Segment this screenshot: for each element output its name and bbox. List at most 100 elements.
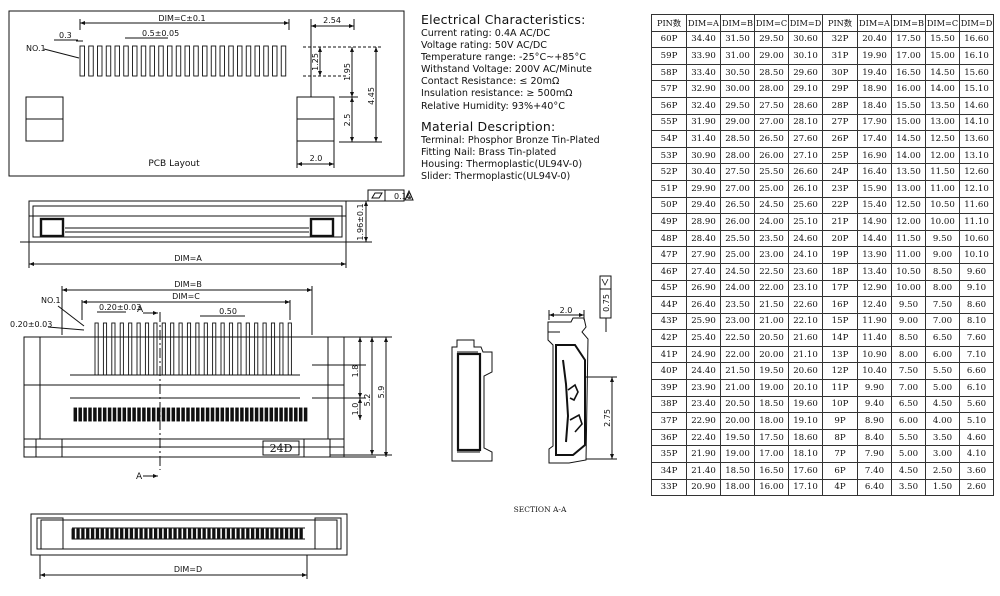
table-cell: 18.10: [788, 445, 823, 464]
dim-b-label: DIM=B: [174, 280, 202, 289]
bottom-contact: [110, 528, 114, 540]
pcb-layout-view: [8, 10, 405, 177]
table-cell: 28.60: [788, 96, 823, 115]
table-cell: 19.10: [788, 412, 823, 430]
table-cell: 23.60: [788, 262, 823, 281]
table-cell: 6.00: [891, 412, 926, 430]
pcb-layout-labels: DIM=C±0.1 2.54 0.3 0.5±0.05 NO.1 1.25 1.…: [26, 14, 376, 169]
dim-2-0-pcb-label: 2.0: [310, 154, 323, 163]
table-cell: 45P: [651, 279, 687, 298]
front-view: [23, 286, 392, 478]
front-contact-pin: [212, 322, 217, 376]
front-contact-tail: [132, 407, 136, 422]
table-cell: 10.10: [959, 246, 994, 264]
table-cell: 20.10: [788, 379, 823, 397]
pcb-pad: [193, 45, 199, 77]
table-cell: 18.40: [857, 96, 892, 115]
table-cell: 22.60: [788, 296, 823, 314]
front-contact-tail: [122, 407, 127, 422]
table-cell: 29.40: [686, 196, 721, 215]
electrical-line: Insulation resistance: ≥ 500mΩ: [421, 88, 573, 100]
no1-front-label: NO.1: [41, 296, 61, 305]
bottom-contact: [90, 528, 95, 540]
bottom-contact: [265, 528, 269, 540]
section-a-a-view: [547, 275, 617, 464]
front-contact-tail: [240, 407, 244, 422]
table-cell: 22P: [822, 196, 858, 215]
table-cell: 26.40: [686, 296, 721, 314]
table-cell: 7.40: [857, 462, 892, 480]
table-cell: 8.10: [959, 312, 994, 331]
table-cell: 29.10: [788, 80, 823, 98]
table-cell: 50P: [651, 196, 687, 215]
dim-5-9-label: 5.9: [377, 386, 386, 399]
front-contact-tail: [245, 407, 249, 422]
table-cell: 4P: [822, 478, 858, 497]
table-cell: 24.00: [720, 279, 755, 298]
table-cell: 13.40: [857, 262, 892, 281]
bottom-contact: [284, 528, 289, 540]
table-cell: 22.50: [720, 329, 755, 347]
pcb-pad: [132, 45, 138, 77]
table-cell: 36P: [651, 428, 687, 447]
table-cell: 24.50: [720, 262, 755, 281]
table-cell: 29P: [822, 80, 858, 98]
dim-1-8-label: 1.8: [351, 365, 360, 378]
electrical-line: Temperature range: -25°C~+85°C: [421, 52, 586, 64]
table-cell: 10P: [822, 395, 858, 414]
table-header-cell: PIN数: [651, 14, 687, 32]
table-cell: 1.50: [925, 478, 960, 497]
table-cell: 11.90: [857, 312, 892, 331]
electrical-line: Relative Humidity: 93%+40°C: [421, 100, 565, 112]
table-cell: 18.50: [754, 395, 789, 414]
table-cell: 27.00: [754, 113, 789, 132]
table-cell: 12.40: [857, 296, 892, 314]
pcb-pad: [88, 45, 94, 77]
front-contact-tail: [289, 407, 293, 422]
front-contact-tail: [196, 407, 200, 422]
table-header-cell: DIM=A: [686, 14, 721, 32]
table-cell: 30.00: [720, 80, 755, 98]
table-cell: 19.60: [788, 395, 823, 414]
bottom-contact: [221, 528, 226, 540]
front-contact-pin: [170, 322, 175, 376]
table-cell: 10.00: [925, 213, 960, 231]
table-cell: 25.50: [754, 163, 789, 181]
table-cell: 4.50: [925, 395, 960, 414]
table-cell: 12.10: [959, 179, 994, 198]
table-cell: 17.00: [891, 47, 926, 65]
material-line: Fitting Nail: Brass Tin-plated: [421, 146, 557, 158]
table-cell: 48P: [651, 229, 687, 248]
table-cell: 14.00: [925, 80, 960, 98]
table-cell: 30P: [822, 63, 858, 82]
side-dim-2-75-label: 2.75: [603, 409, 612, 427]
table-cell: 11P: [822, 379, 858, 397]
front-contact-tail: [279, 407, 283, 422]
pcb-pad: [228, 45, 234, 77]
front-contact-tail: [298, 407, 303, 422]
electrical-line: Withstand Voltage: 200V AC/Minute: [421, 64, 592, 76]
bottom-contact: [168, 528, 172, 540]
table-cell: 6.50: [891, 395, 926, 414]
bottom-contact: [144, 528, 148, 540]
front-contact-tail: [161, 407, 166, 422]
table-cell: 7P: [822, 445, 858, 464]
table-cell: 22.40: [686, 428, 721, 447]
table-cell: 4.10: [959, 445, 994, 464]
bottom-contact: [260, 528, 264, 540]
section-a-a-title: SECTION A-A: [514, 505, 567, 514]
front-contact-pin: [195, 322, 200, 376]
table-cell: 14.50: [925, 63, 960, 82]
pcb-pad: [167, 45, 173, 77]
table-cell: 8.50: [891, 329, 926, 347]
table-cell: 3.60: [959, 462, 994, 480]
table-cell: 23.00: [720, 312, 755, 331]
electrical-line: Voltage rating: 50V AC/DC: [421, 40, 547, 52]
top-view: [20, 189, 414, 268]
